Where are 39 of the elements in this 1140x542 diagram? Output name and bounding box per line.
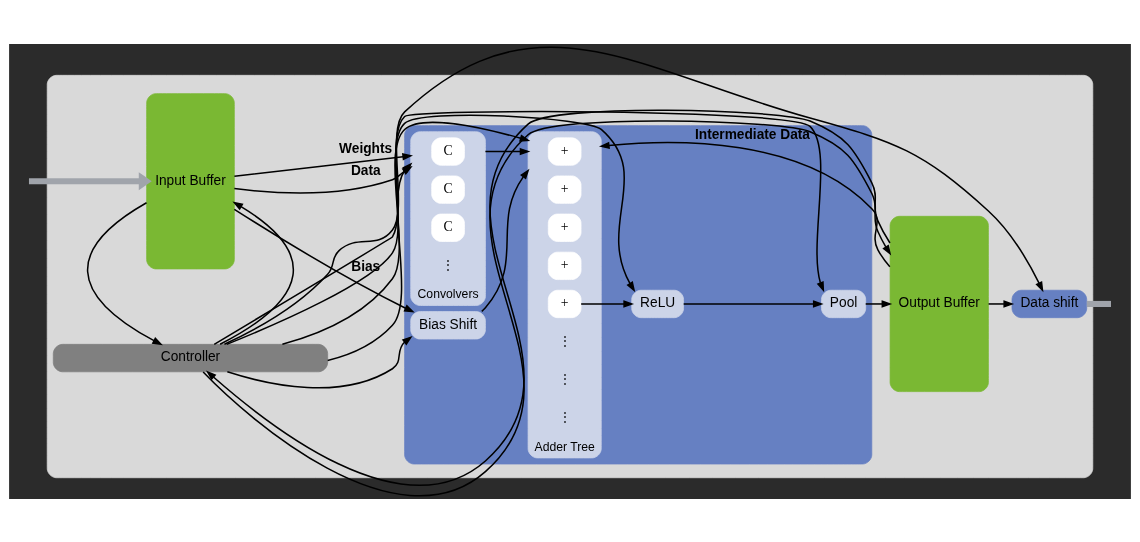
arrow xyxy=(987,299,1015,308)
arrow xyxy=(226,335,413,388)
node-box: + xyxy=(547,213,582,242)
arrow xyxy=(580,299,634,308)
node-box: + xyxy=(547,289,582,318)
node-box: Pool xyxy=(821,289,867,318)
node-box: Data shift xyxy=(1011,289,1088,318)
node-box: Bias Shift xyxy=(410,310,486,339)
node-box: ReLU xyxy=(631,289,684,318)
edge-label: Bias xyxy=(351,258,381,274)
edge-label: Intermediate Data xyxy=(694,126,810,142)
node-box: + xyxy=(547,251,582,280)
node-box: C xyxy=(431,136,465,166)
label: ⋮ xyxy=(442,257,455,272)
node-box: Output Buffer xyxy=(889,215,989,392)
node-box: + xyxy=(547,136,582,166)
arrow xyxy=(682,299,824,308)
arrow xyxy=(225,114,636,345)
node-box: Input Buffer xyxy=(146,92,235,269)
edge-label: Weights xyxy=(339,140,393,156)
arrow xyxy=(233,208,415,313)
node-box: C xyxy=(431,175,465,204)
node-box: + xyxy=(547,175,582,204)
arrow xyxy=(213,110,825,345)
node-box: Controller xyxy=(52,343,329,372)
label: ⋮ xyxy=(558,333,571,348)
arrow xyxy=(86,201,163,345)
node-box: C xyxy=(431,213,465,242)
arrow xyxy=(223,46,1044,345)
arrow xyxy=(864,299,893,308)
arrow xyxy=(598,141,891,267)
arrow xyxy=(481,168,530,312)
label: ⋮ xyxy=(558,371,571,386)
arrow xyxy=(219,201,294,345)
edge-label: Data xyxy=(350,162,381,178)
arrow xyxy=(484,147,531,155)
label: ⋮ xyxy=(558,409,571,424)
arrow xyxy=(28,171,152,190)
cluster xyxy=(46,74,1094,478)
